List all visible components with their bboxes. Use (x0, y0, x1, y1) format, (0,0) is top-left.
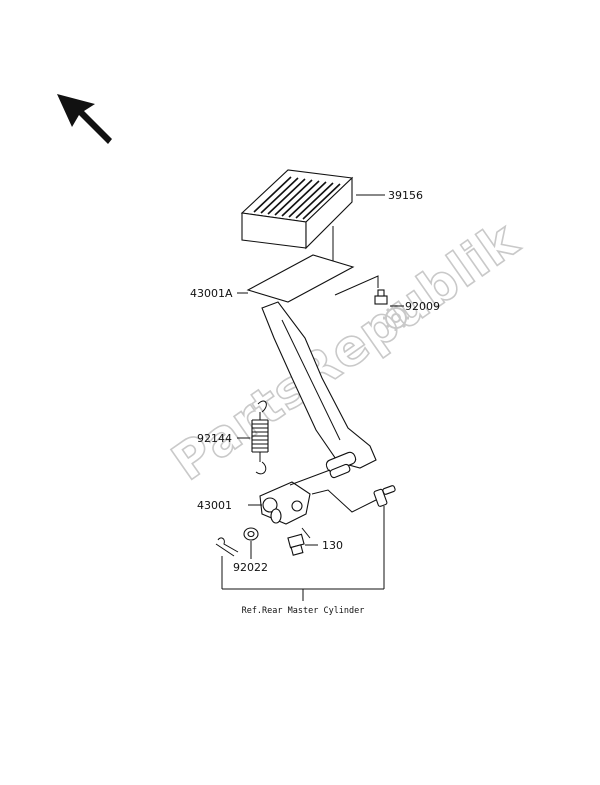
callout-92009: 92009 (405, 300, 440, 313)
arrow-up-left-icon (57, 94, 112, 144)
bolt-130: 130 (287, 527, 343, 556)
callout-92022: 92022 (233, 561, 268, 574)
pedal-pad: 39156 (240, 169, 423, 269)
reference-bracket: Ref.Rear Master Cylinder (221, 506, 385, 616)
washer-92022: 92022 (233, 527, 268, 574)
cotter-pin (215, 537, 239, 557)
callout-39156: 39156 (388, 189, 423, 202)
clevis-pin (311, 485, 396, 513)
callout-92144: 92144 (197, 432, 232, 445)
lever-arm: 43001 (197, 469, 331, 525)
pedal-lever (246, 254, 377, 469)
callout-43001a: 43001A (190, 287, 233, 300)
return-spring: 92144 (197, 400, 269, 475)
callout-43001: 43001 (197, 499, 232, 512)
gear-icon (383, 305, 409, 331)
bolt-92009: 92009 (334, 275, 440, 313)
reference-note: Ref.Rear Master Cylinder (242, 606, 365, 616)
pivot-shaft (325, 451, 357, 479)
callout-130: 130 (322, 539, 343, 552)
